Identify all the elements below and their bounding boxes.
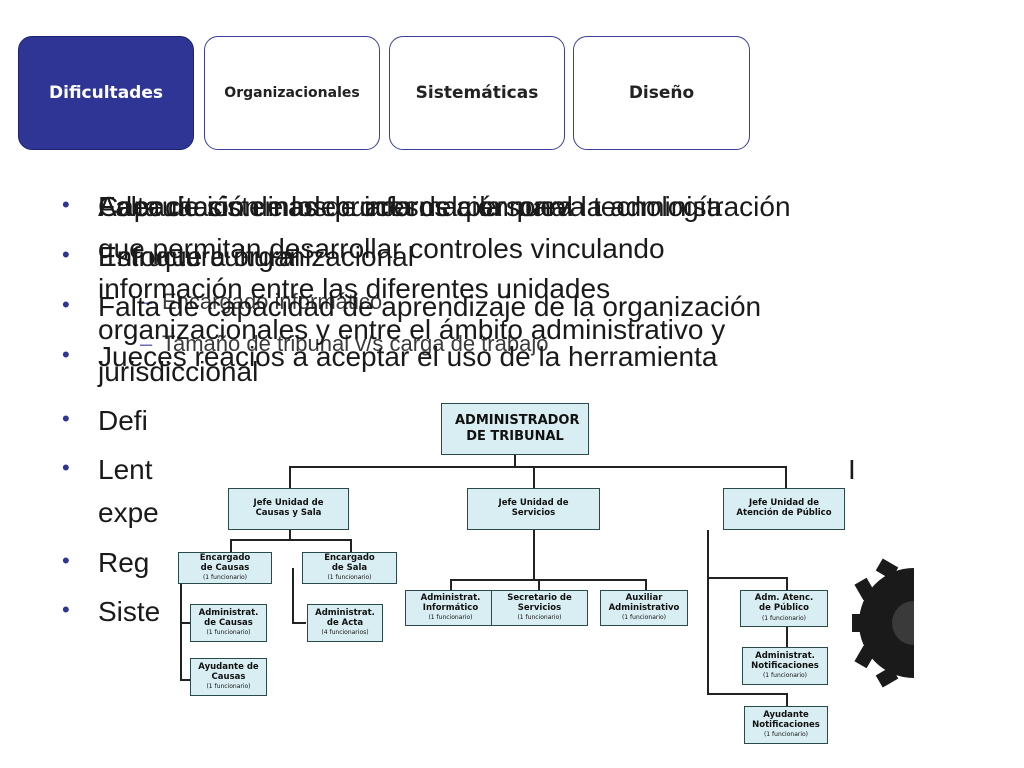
bullet-text: expe xyxy=(98,497,159,528)
sub-item: Tamaño de tribunal v/s carga de trabajo xyxy=(162,331,549,356)
org-node-title: Administrat. de Causas xyxy=(198,607,259,628)
org-node-title: Ayudante de Causas xyxy=(198,661,259,682)
bullet-text-fragment: I xyxy=(848,454,856,485)
org-node-title: Secretario de Servicios xyxy=(507,592,572,613)
org-node-title: Administrat. Informático xyxy=(420,592,481,613)
bullet-text: Lent xyxy=(98,454,153,485)
sub-item: Encargado informático xyxy=(162,289,383,314)
org-node: Secretario de Servicios (1 funcionario) xyxy=(491,590,588,626)
org-node-title: Encargado de Causas xyxy=(199,552,251,573)
org-node-count: (1 funcionario) xyxy=(621,614,667,622)
tab-organizacionales[interactable]: Organizacionales xyxy=(204,36,380,150)
org-root: ADMINISTRADOR DE TRIBUNAL xyxy=(441,403,589,455)
sub-dash: – xyxy=(140,331,153,356)
org-node-title: Jefe Unidad de Servicios xyxy=(498,498,569,518)
org-node-count: (1 funcionario) xyxy=(517,614,562,622)
org-unit-atencion: Jefe Unidad de Atención de Público xyxy=(723,488,845,530)
org-node-count: (1 funcionario) xyxy=(428,614,473,622)
bullet-text: organizacionales y entre el ámbito admin… xyxy=(98,314,726,345)
bullet-text: Capacitación inadecuada del personal xyxy=(98,191,573,222)
bullet-text: Falta de capacidad de aprendizaje de la … xyxy=(98,291,762,322)
org-node-count: (1 funcionario) xyxy=(762,672,808,680)
tab-sistematicas[interactable]: Sistemáticas xyxy=(389,36,565,150)
org-node-count: (1 funcionario) xyxy=(206,629,251,637)
org-node-count: (1 funcionario) xyxy=(202,574,248,582)
org-node-title: Auxiliar Administrativo xyxy=(608,592,680,613)
bullet-text: Adecuación de los procesos a la nueva te… xyxy=(98,191,723,222)
org-node: Ayudante de Causas (1 funcionario) xyxy=(190,658,267,696)
gear-image xyxy=(852,558,914,688)
tab-diseno[interactable]: Diseño xyxy=(573,36,750,150)
org-node-count: (1 funcionario) xyxy=(206,683,251,691)
bullet-text: Reg xyxy=(98,547,150,578)
org-node: Administrat. Notificaciones (1 funcionar… xyxy=(742,647,828,685)
org-node-count: (4 funcionarios) xyxy=(321,629,369,637)
org-unit-servicios: Jefe Unidad de Servicios xyxy=(467,488,600,530)
org-unit-causas: Jefe Unidad de Causas y Sala xyxy=(228,488,349,530)
sub-dash: – xyxy=(140,289,153,314)
bullet-text: Jueces reacios a aceptar el uso de la he… xyxy=(98,341,718,372)
org-node: Ayudante Notificaciones (1 funcionario) xyxy=(744,706,828,744)
org-node: Administrat. de Causas (1 funcionario) xyxy=(190,604,267,642)
org-node: Encargado de Sala (1 funcionario) xyxy=(302,552,397,584)
org-node-count: (1 funcionario) xyxy=(763,731,809,739)
org-root-title: ADMINISTRADOR DE TRIBUNAL xyxy=(455,413,580,444)
bullet-text: Estructura organizacional xyxy=(98,241,414,272)
org-node: Auxiliar Administrativo (1 funcionario) xyxy=(600,590,688,626)
bullet-text: información entre las diferentes unidade… xyxy=(98,273,611,304)
org-node-count: (1 funcionario) xyxy=(761,614,807,622)
org-node-title: Ayudante Notificaciones xyxy=(752,709,820,730)
bullet-text: que permitan desarrollar controles vincu… xyxy=(98,233,665,264)
org-node: Encargado de Causas (1 funcionario) xyxy=(178,552,272,584)
org-node-title: Administrat. de Acta xyxy=(315,607,375,628)
org-node: Administrat. de Acta (4 funcionarios) xyxy=(307,604,383,642)
org-node: Administrat. Informático (1 funcionario) xyxy=(405,590,496,626)
bullet-text: Falta de sistemas de información para la… xyxy=(98,191,791,222)
bullet-text: Defi xyxy=(98,405,148,436)
org-node: Adm. Atenc. de Público (1 funcionario) xyxy=(740,590,828,627)
org-node-title: Jefe Unidad de Causas y Sala xyxy=(253,498,324,518)
org-node-title: Administrat. Notificaciones xyxy=(751,650,819,671)
tab-dificultades[interactable]: Dificultades xyxy=(18,36,194,150)
bullet-text: jurisdiccional xyxy=(98,356,259,387)
bullet-text: Siste xyxy=(98,596,161,627)
org-node-title: Adm. Atenc. de Público xyxy=(754,593,814,614)
org-node-title: Jefe Unidad de Atención de Público xyxy=(736,498,832,518)
org-node-count: (1 funcionario) xyxy=(327,574,372,582)
org-node-title: Encargado de Sala xyxy=(324,552,375,573)
bullet-text: Enfoque cultural xyxy=(98,241,301,272)
